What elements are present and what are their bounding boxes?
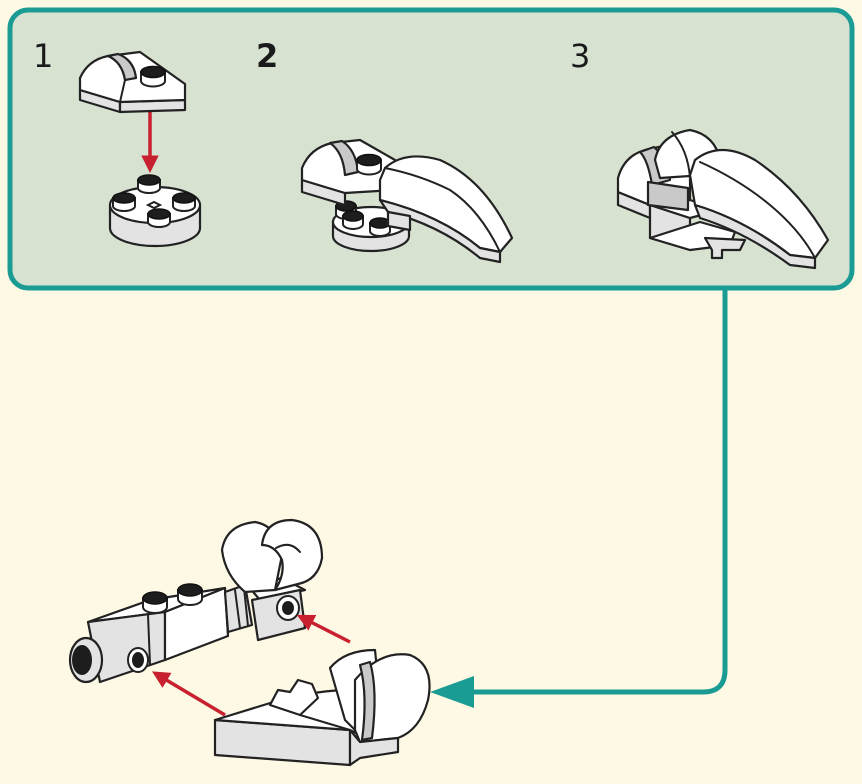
sub-assembly-piece [213, 648, 431, 767]
main-assembly-illustration [68, 518, 431, 767]
sub-assembly-callout-box [7, 7, 855, 291]
technic-brick-piece [68, 583, 230, 684]
stud [137, 174, 161, 194]
stud [342, 210, 364, 230]
stud [140, 65, 166, 88]
step-number-2: 2 [256, 37, 279, 75]
step-3-illustration [616, 128, 830, 270]
curved-top-piece [220, 518, 324, 594]
step-number-1: 1 [33, 37, 54, 75]
stud [112, 192, 136, 212]
hinge-joint [223, 583, 254, 634]
callout-connector-line [470, 290, 728, 695]
step-number-3: 3 [570, 37, 591, 75]
round-plate-piece [108, 174, 202, 248]
stud [177, 583, 203, 606]
assembly-arrow [151, 671, 226, 717]
assembly-arrow [296, 614, 351, 644]
curved-plate-piece [78, 50, 187, 114]
callout-connector-arrowhead [430, 676, 474, 708]
stud [369, 217, 391, 237]
stud [142, 591, 168, 614]
step-2-illustration [300, 138, 514, 264]
stud [356, 153, 382, 176]
stud [172, 192, 196, 212]
step-1-illustration [78, 50, 202, 248]
stud [147, 208, 171, 228]
